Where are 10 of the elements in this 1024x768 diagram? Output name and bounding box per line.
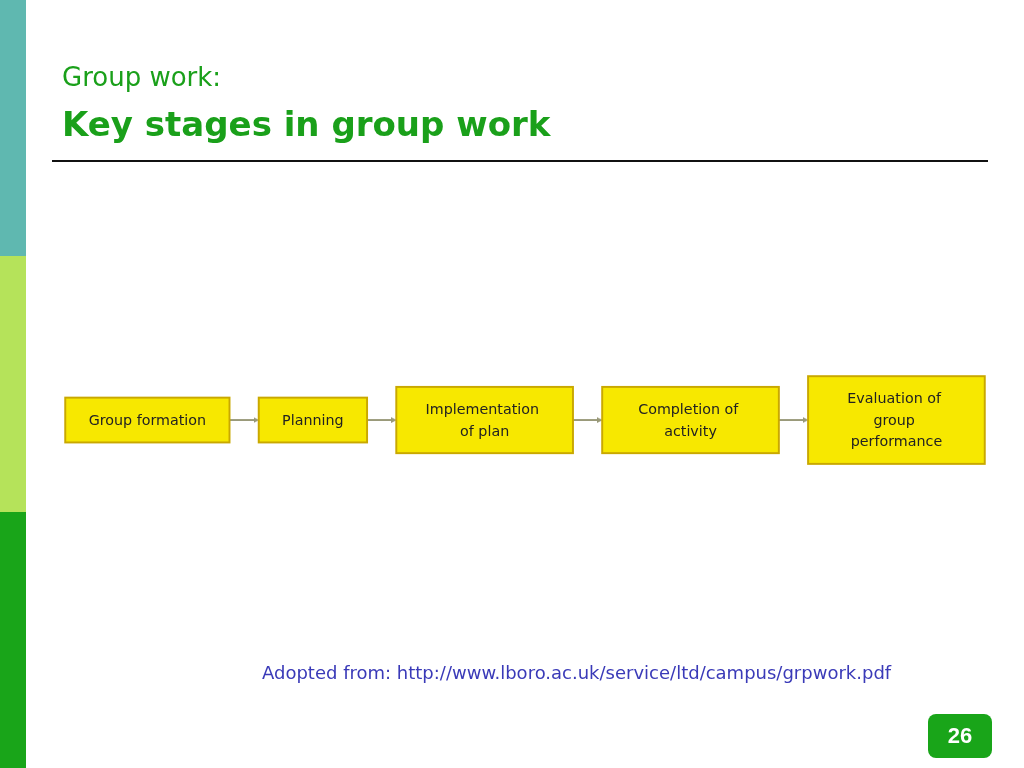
node-box: Completion of activity [601,385,780,455]
node-box: Evaluation of group performance [807,375,986,465]
arrow [572,417,603,423]
subtitle: Group work: [62,62,222,92]
slide-title: Key stages in group work [62,104,551,144]
source-note: Adopted from: http://www.lboro.ac.uk/service/ltd/campus/grpwork.pdf [262,662,892,683]
node-box: Planning [257,396,369,444]
node-box: Implementation of plan [395,385,574,455]
node-box: Group formation [64,396,231,444]
page-number: 26 [928,714,992,758]
